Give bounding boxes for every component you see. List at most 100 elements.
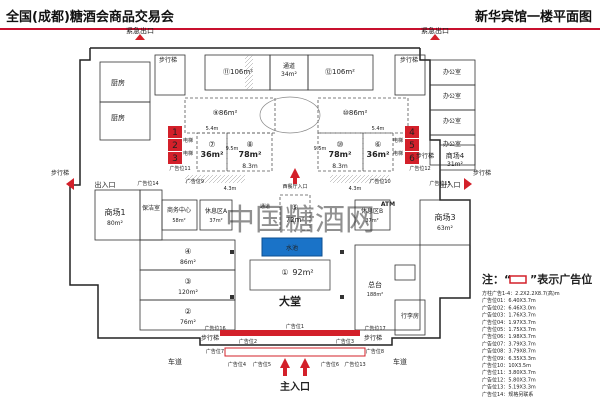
dim-83-right: 8.3m	[332, 163, 348, 170]
aisle-top-area: 34m²	[281, 71, 297, 78]
ad-label-12: 广告位12	[409, 165, 430, 172]
ad-column-strip	[224, 347, 366, 357]
dim-83-left: 8.3m	[242, 163, 258, 170]
header-divider	[0, 28, 600, 30]
legend-row: 广告位14：规格另联系	[482, 391, 533, 398]
room-10: ⑩86m²	[343, 109, 368, 117]
rest-area-b-area: 37m²	[365, 218, 378, 224]
ad-label-6: 广告位6	[321, 361, 339, 368]
ad-label-15: 广告位15	[429, 180, 450, 187]
room-6: ⑥	[374, 140, 381, 149]
elevator-left-2: 电梯	[183, 150, 193, 157]
atm: ATM	[381, 201, 395, 208]
columns	[230, 250, 344, 299]
ad-label-5: 广告位5	[253, 361, 271, 368]
room-3: ③	[184, 277, 191, 286]
ad-label-7: 广告位7	[206, 348, 224, 355]
room-10b: ⑩	[336, 140, 343, 149]
room-5-area: 72m²	[286, 216, 305, 224]
dim-95-right: 9.5m	[314, 146, 327, 152]
room-1-area: 92m²	[292, 268, 313, 277]
watermark: 中国糖酒网	[225, 203, 375, 238]
ad-block-1: 1	[172, 128, 178, 138]
legend-row: 广告位04：1.97X3.7m	[482, 319, 536, 326]
outer-walls	[69, 47, 471, 346]
storage-room: 保洁室	[142, 204, 160, 212]
ad-block-3: 3	[172, 154, 178, 164]
ad-block-4: 4	[409, 128, 415, 138]
room-3-area: 120m²	[178, 289, 198, 296]
legend-row: 广告位01：6.40X3.7m	[482, 297, 536, 304]
office-1: 办公室	[443, 68, 461, 76]
legend-row: 广告位12：5.80X3.7m	[482, 376, 536, 383]
dim-43-right: 4.3m	[349, 186, 362, 192]
entrance-arrows	[66, 34, 472, 376]
exit-top-right: 紧急出口	[421, 26, 449, 35]
ad-label-10: 广告位10	[369, 178, 390, 185]
legend-row: 广告位06：1.98X3.7m	[482, 333, 536, 340]
rest-area-b: 休息区B	[361, 207, 383, 215]
room-6-area: 36m²	[367, 150, 390, 159]
top-rooms	[99, 54, 476, 171]
ad-label-4: 广告位4	[228, 361, 246, 368]
room-2: ②	[184, 307, 191, 316]
ad-label-17: 广告位17	[364, 325, 385, 332]
legend: 注：“ ”表示广告位 方柱广告1-4：2.2X2.2X8.7(高)m广告位01：…	[482, 272, 592, 398]
floor-plan-title: 新华宾馆一楼平面图	[474, 10, 592, 25]
middle-rooms	[184, 97, 409, 231]
ad-label-9: 广告位9	[186, 178, 204, 185]
legend-row: 广告位09：6.35X3.3m	[482, 355, 536, 362]
lane-left: 车道	[168, 357, 182, 366]
room-4: ④	[184, 247, 191, 256]
lobby: 大堂	[279, 294, 301, 308]
stair-right-mid: 步行梯	[416, 152, 434, 160]
right-rooms	[354, 199, 471, 336]
room-10b-area: 78m²	[329, 150, 352, 159]
ad-label-11: 广告位11	[169, 165, 190, 172]
hall-3-area: 63m²	[437, 225, 453, 232]
exit-right-side: 出入口	[440, 180, 461, 189]
rest-area-a: 休息区A	[205, 207, 228, 215]
ad-label-2: 广告位2	[239, 338, 257, 345]
legend-row: 广告位11：3.80X3.7m	[482, 369, 536, 376]
hall-1: 商场1	[104, 207, 125, 217]
stair-bottom-left: 步行梯	[201, 334, 219, 342]
legend-swatch	[509, 275, 527, 284]
elevator-right-1: 电梯	[393, 137, 403, 144]
exit-left-side: 出入口	[95, 180, 116, 189]
aisle-mid: 通道	[260, 203, 270, 210]
header-bar: 全国(成都)糖酒会商品交易会 新华宾馆一楼平面图	[0, 0, 600, 30]
stair-left-side: 步行梯	[51, 169, 69, 177]
room-9: ⑨86m²	[213, 109, 238, 117]
dim-54-right: 5.4m	[372, 126, 385, 132]
legend-row: 广告位02：6.46X3.0m	[482, 304, 536, 311]
room-1: ①	[281, 268, 288, 277]
kitchen-2: 厨房	[111, 113, 125, 122]
ad-block-2: 2	[172, 141, 178, 151]
main-entrance-label: 主入口	[280, 380, 310, 393]
ad-label-16: 广告位16	[204, 325, 225, 332]
reception-desk: 总台	[368, 280, 382, 289]
elevator-right-2: 电梯	[393, 150, 403, 157]
stair-right-side: 步行梯	[473, 169, 491, 177]
ad-blocks-left	[168, 126, 182, 164]
legend-row: 广告位03：1.76X3.7m	[482, 312, 536, 319]
business-center-area: 58m²	[172, 218, 185, 224]
lane-right: 车道	[393, 357, 407, 366]
left-rooms	[94, 189, 236, 331]
office-2: 办公室	[443, 92, 461, 100]
legend-title-suffix: ”表示广告位	[530, 272, 592, 286]
legend-title-prefix: 注：“	[482, 272, 511, 286]
reception-area: 188m²	[367, 292, 383, 298]
ad-block-6: 6	[409, 154, 415, 164]
room-11: ⑪106m²	[223, 68, 253, 76]
hall-4-area: 31m²	[447, 161, 463, 168]
stair-top-right: 步行梯	[400, 56, 418, 64]
dim-43-left: 4.3m	[224, 186, 237, 192]
room1-box	[249, 259, 331, 291]
legend-row: 广告位13：5.19X3.3m	[482, 384, 536, 391]
kitchen-1: 厨房	[111, 78, 125, 87]
elevator-left-1: 电梯	[183, 137, 193, 144]
dim-95-left: 9.5m	[226, 146, 239, 152]
